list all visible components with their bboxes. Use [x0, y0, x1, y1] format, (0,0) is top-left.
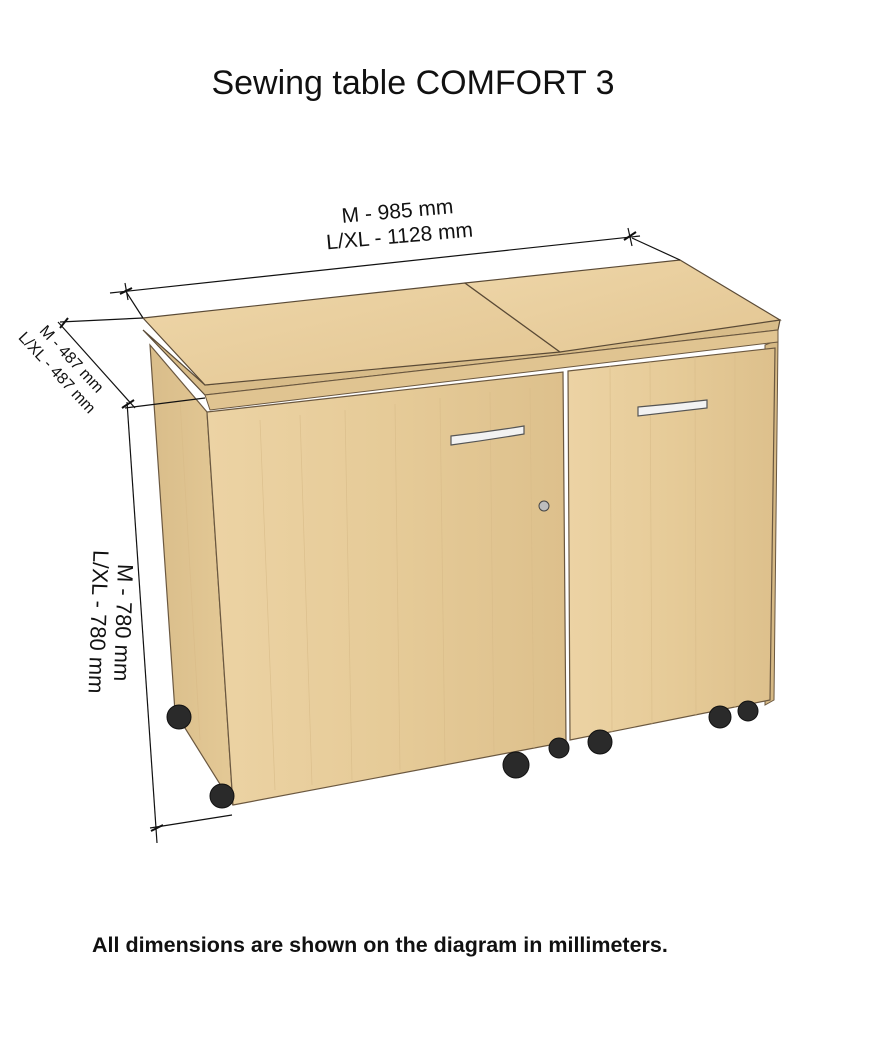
- dimension-ticks: [59, 231, 637, 832]
- height-label-lxl: L/XL - 780 mm: [84, 550, 114, 694]
- right-door-handle: [637, 399, 708, 417]
- units-footnote: All dimensions are shown on the diagram …: [92, 933, 668, 957]
- caster-wheel: [737, 700, 759, 722]
- caster-wheels: [166, 700, 759, 809]
- tabletop-right-leaf: [463, 259, 782, 353]
- caster-wheel: [166, 704, 192, 730]
- tabletop-rail: [204, 329, 779, 411]
- width-dimension-line: [109, 235, 641, 294]
- page-title: Sewing table COMFORT 3: [211, 64, 615, 102]
- right-door: [567, 347, 776, 741]
- caster-wheel: [587, 729, 613, 755]
- wood-grain: [179, 353, 736, 791]
- height-dimension-line: [126, 401, 158, 844]
- door-lock-icon: [538, 500, 550, 512]
- caster-wheel: [209, 783, 235, 809]
- caster-wheel: [708, 705, 732, 729]
- left-door-handle: [450, 425, 525, 446]
- height-label-m: M - 780 mm: [109, 564, 138, 682]
- caster-wheel: [548, 737, 570, 759]
- dimension-lines: [57, 227, 681, 844]
- caster-wheel: [502, 751, 530, 779]
- depth-dimension-line: [57, 321, 136, 409]
